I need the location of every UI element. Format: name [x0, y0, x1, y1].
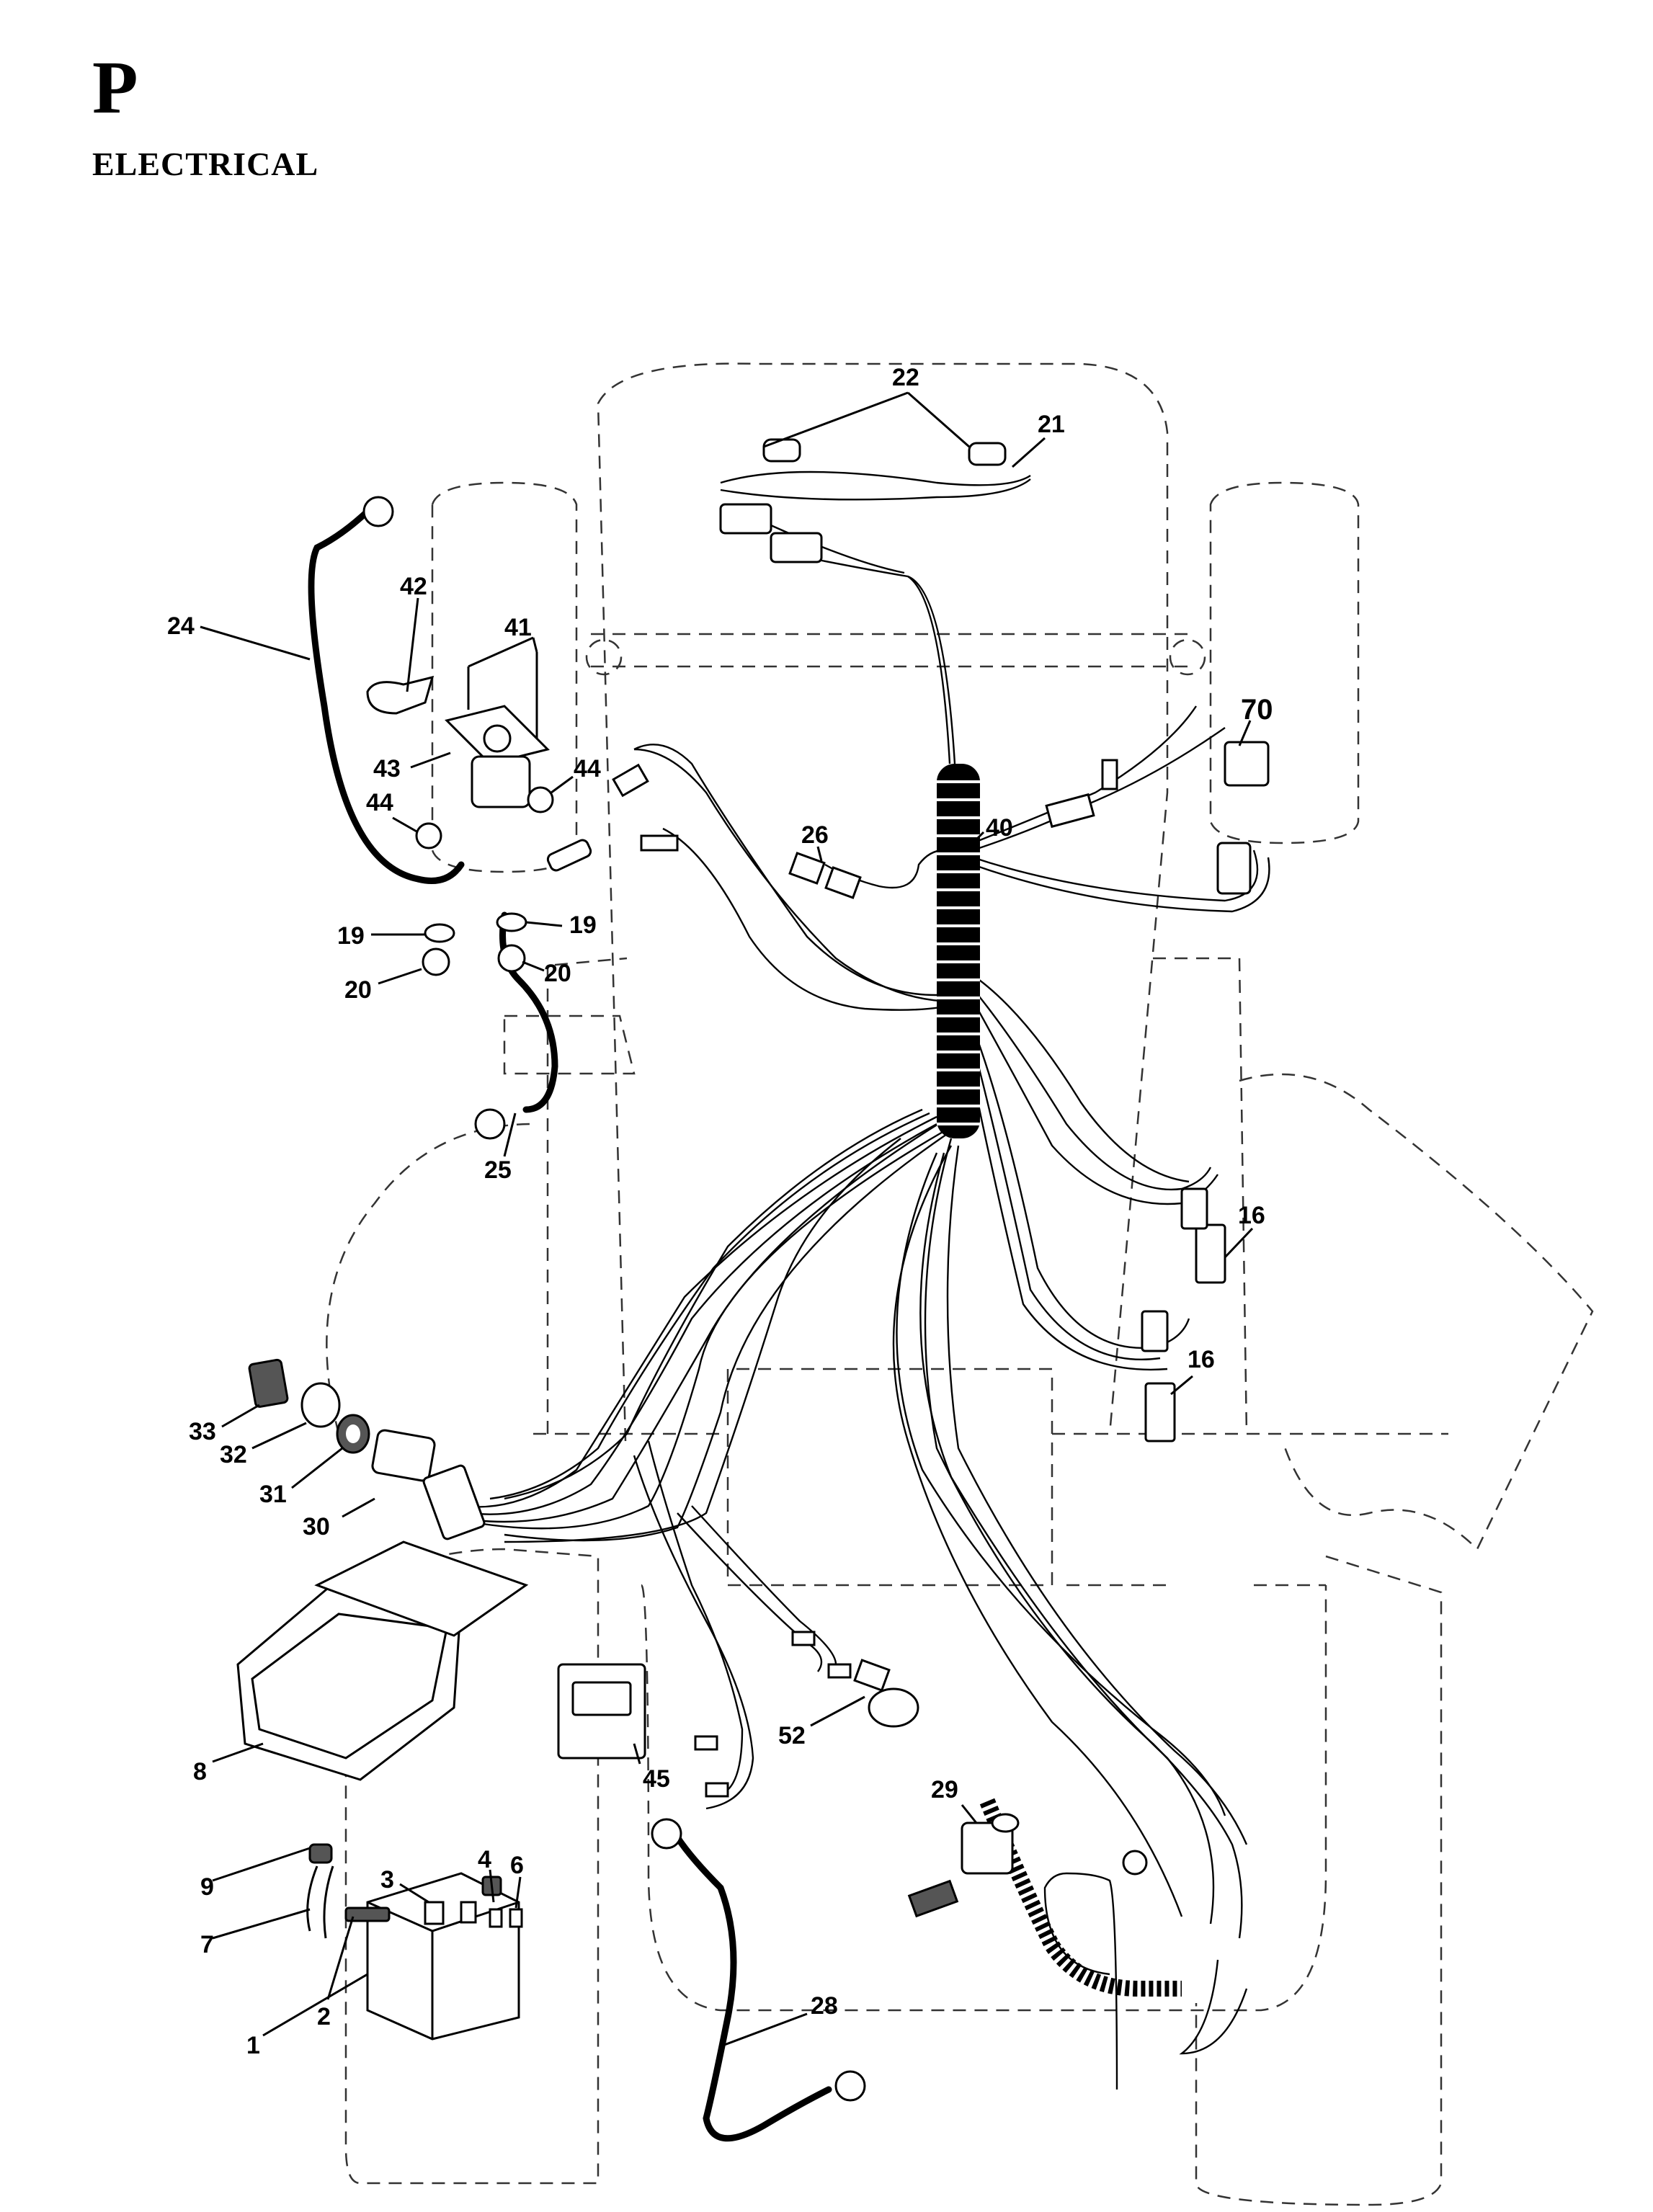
coiled-cord [979, 1798, 1182, 1997]
hex-nut-20-right [497, 944, 526, 973]
ignition-switch [371, 1429, 436, 1482]
ring-terminal-25 [474, 1108, 506, 1140]
wiring-harness [460, 471, 1270, 2090]
callout-three-rendered: 3 [380, 1866, 394, 1894]
seat-switch [907, 1813, 1020, 1918]
callout-40: 40 [986, 814, 1013, 842]
callout-nine-rendered: 9 [200, 1873, 214, 1901]
ignition-key [248, 1358, 289, 1408]
ring-terminal-28a [651, 1818, 682, 1850]
ignition-plug [422, 1464, 486, 1540]
right-fender [1239, 1073, 1594, 1551]
callout-24: 24 [167, 612, 195, 640]
callout-19-right: 19 [569, 911, 597, 939]
hex-nut-44-left [415, 822, 442, 849]
harness-sleeve [937, 764, 980, 1138]
solenoid [445, 705, 550, 808]
callout-43: 43 [373, 755, 401, 782]
callout-44-left: 44 [366, 789, 393, 816]
callout-20-left: 20 [344, 976, 372, 1004]
battery [366, 1872, 520, 2041]
callout-25: 25 [484, 1156, 512, 1184]
harness-clip [612, 763, 679, 852]
left-front-wheel [431, 481, 578, 873]
callout-21: 21 [1038, 411, 1065, 438]
lock-washer-19-right [496, 912, 527, 932]
callout-two-rendered: 2 [317, 2003, 331, 2030]
solenoid-boot [366, 675, 435, 715]
leader-lines [200, 391, 1254, 2048]
pto-switch-connector [853, 1659, 919, 1728]
callout-forty-five-rendered: 45 [643, 1765, 670, 1793]
ring-terminal-29 [1122, 1850, 1148, 1876]
hood-outline [597, 362, 1169, 1442]
callout-six-rendered: 6 [510, 1852, 524, 1879]
hood-band [591, 633, 1189, 668]
right-rear-wheel [1195, 1555, 1443, 2206]
callout-thirty-rendered: 30 [303, 1513, 330, 1540]
callout-42: 42 [400, 573, 427, 600]
right-front-wheel [1209, 481, 1360, 844]
callout-four-rendered: 4 [478, 1846, 491, 1873]
switch-16-lower [1141, 1310, 1176, 1442]
callout-26: 26 [801, 821, 829, 849]
key-bezel [300, 1382, 341, 1428]
callout-16-lower: 16 [1188, 1346, 1215, 1373]
harness-end-connectors [694, 1631, 852, 1798]
vent-tube [306, 1843, 334, 1939]
connector-70 [1216, 741, 1270, 895]
ring-terminal-24 [362, 496, 394, 527]
section-title: ELECTRICAL [92, 146, 319, 182]
callout-thirty-one-rendered: 31 [259, 1481, 287, 1508]
ground-cable-28 [674, 1834, 832, 2142]
hex-nut-20-left [422, 947, 450, 976]
battery-bolt [344, 1906, 391, 1922]
callouts-rendered: 33 32 31 30 8 9 7 3 4 6 2 1 45 52 29 28 [189, 1418, 958, 2059]
callout-eight-rendered: 8 [193, 1758, 207, 1785]
callout-twenty-eight-rendered: 28 [811, 1992, 838, 2020]
headlight-bulb-left [762, 438, 801, 463]
callout-twenty-nine-rendered: 29 [931, 1776, 958, 1803]
callout-19-left: 19 [337, 922, 365, 950]
callout-fifty-two-rendered: 52 [778, 1722, 806, 1749]
callout-one-rendered: 1 [246, 2032, 260, 2059]
callout-41: 41 [504, 614, 532, 641]
callout-16-upper: 16 [1238, 1202, 1265, 1229]
battery-hardware [424, 1901, 523, 1928]
fuse-holder [546, 839, 592, 872]
section-letter: P [92, 46, 138, 129]
hex-nut-44-right [527, 786, 554, 813]
connector-right-mid [1045, 759, 1118, 829]
battery-cable-24 [308, 501, 465, 884]
switch-16-upper [1180, 1187, 1226, 1284]
callout-70: 70 [1241, 694, 1273, 726]
callout-thirty-three-rendered: 33 [189, 1418, 216, 1445]
headlight-bulb-right [968, 442, 1007, 466]
ring-terminal-28b [834, 2070, 866, 2102]
callout-thirty-two-rendered: 32 [220, 1441, 247, 1468]
frame-outline [546, 957, 1248, 1435]
rear-frame [640, 1584, 1327, 2012]
callout-22: 22 [892, 364, 919, 391]
frame-detail [503, 1014, 636, 1075]
seat-deck [533, 1368, 1448, 1587]
solenoid-screws [467, 652, 538, 739]
callout-seven-rendered: 7 [200, 1931, 214, 1958]
ignition-nut [336, 1414, 370, 1454]
battery-box [236, 1540, 529, 1781]
hour-meter [557, 1663, 646, 1760]
connector-26 [788, 852, 862, 899]
headlight-connector [719, 503, 823, 563]
callout-44-right: 44 [574, 755, 601, 782]
lock-washer-19-left [424, 923, 455, 943]
left-fender [326, 1123, 534, 1435]
callout-20-right: 20 [544, 960, 571, 987]
callouts: 22 21 24 42 41 43 44 44 19 19 20 20 25 2… [167, 364, 1273, 1373]
tractor-outline [326, 362, 1594, 2206]
